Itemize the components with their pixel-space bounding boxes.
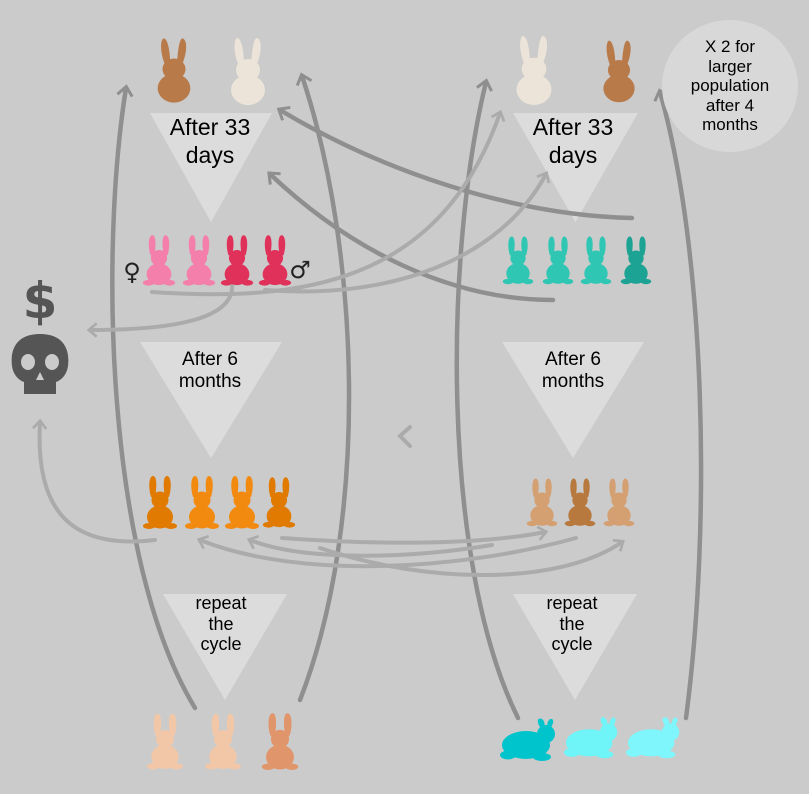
arrow-right-inner-up <box>653 88 704 721</box>
sitting-rabbit-icon <box>626 717 680 759</box>
rabbit-photo-icon <box>516 36 552 105</box>
rabbit-silhouette-icon <box>620 236 652 285</box>
funnel-repeat-right <box>513 594 637 700</box>
rabbit-silhouette-icon <box>542 236 574 285</box>
arrow-right-to-left-33 <box>276 105 635 221</box>
arrow-orange-to-skull <box>31 418 157 544</box>
funnel-33-days-right <box>513 113 638 222</box>
arrow-small-chevron-icon <box>397 425 412 448</box>
arrow-right-outer-up <box>454 78 521 721</box>
rabbit-silhouette-icon <box>262 477 296 528</box>
arrow-pink-to-skull <box>86 281 235 338</box>
arrow-left-inner-up <box>295 72 352 703</box>
sitting-rabbit-icon <box>500 718 555 761</box>
sitting-rabbit-icon <box>564 717 618 759</box>
stage-label-6-months-right: After 6 months <box>541 349 605 392</box>
stage-label-repeat-right: repeat the cycle <box>546 593 598 655</box>
rabbit-silhouette-icon <box>564 478 596 527</box>
population-note-text: X 2 for larger population after 4 months <box>690 37 770 135</box>
rabbit-silhouette-icon <box>220 235 254 286</box>
icon-layer: ♀ ♂ $ <box>11 36 680 770</box>
rabbit-silhouette-icon <box>258 235 292 286</box>
rabbit-photo-icon <box>157 38 191 103</box>
arrow-right-to-left-33-b <box>267 171 556 303</box>
arrow-left-to-right-33-b <box>263 170 551 294</box>
rabbit-silhouette-icon <box>502 236 534 285</box>
arrow-orange-to-tan-b <box>318 538 625 577</box>
stage-label-33-days-right: After 33 days <box>532 114 614 168</box>
rabbit-silhouette-icon <box>142 235 176 286</box>
rabbit-silhouette-icon <box>205 713 241 770</box>
arrow-layer <box>31 72 704 721</box>
arrow-orange-to-tan <box>280 525 549 545</box>
funnel-33-days-left <box>150 113 272 222</box>
rabbit-silhouette-icon <box>261 713 299 770</box>
rabbit-photo-icon <box>231 38 265 105</box>
rabbit-silhouette-icon <box>580 236 612 285</box>
arrow-tan-to-orange-b <box>246 535 494 558</box>
rabbit-silhouette-icon <box>147 713 183 770</box>
rabbit-silhouette-icon <box>526 478 558 527</box>
stage-label-33-days-left: After 33 days <box>169 114 251 168</box>
rabbit-silhouette-icon <box>182 235 216 286</box>
population-note: X 2 for larger population after 4 months <box>662 20 798 152</box>
arrow-left-to-right-33 <box>150 109 506 297</box>
male-symbol-icon: ♂ <box>289 256 311 284</box>
rabbit-silhouette-icon <box>185 476 219 529</box>
stage-label-6-months-left: After 6 months <box>178 349 242 392</box>
funnel-6-months-right <box>502 342 644 458</box>
funnel-6-months-left <box>140 342 282 458</box>
arrow-left-outer-up <box>110 84 198 711</box>
funnel-repeat-left <box>163 594 287 700</box>
skull-icon <box>11 334 69 394</box>
rabbit-silhouette-icon <box>603 478 635 527</box>
rabbit-silhouette-icon <box>225 476 259 529</box>
rabbit-photo-icon <box>603 40 635 103</box>
stage-label-repeat-left: repeat the cycle <box>195 593 247 655</box>
rabbit-silhouette-icon <box>143 476 177 529</box>
dollar-icon: $ <box>23 272 58 330</box>
funnel-layer <box>140 113 644 700</box>
female-symbol-icon: ♀ <box>123 258 141 286</box>
